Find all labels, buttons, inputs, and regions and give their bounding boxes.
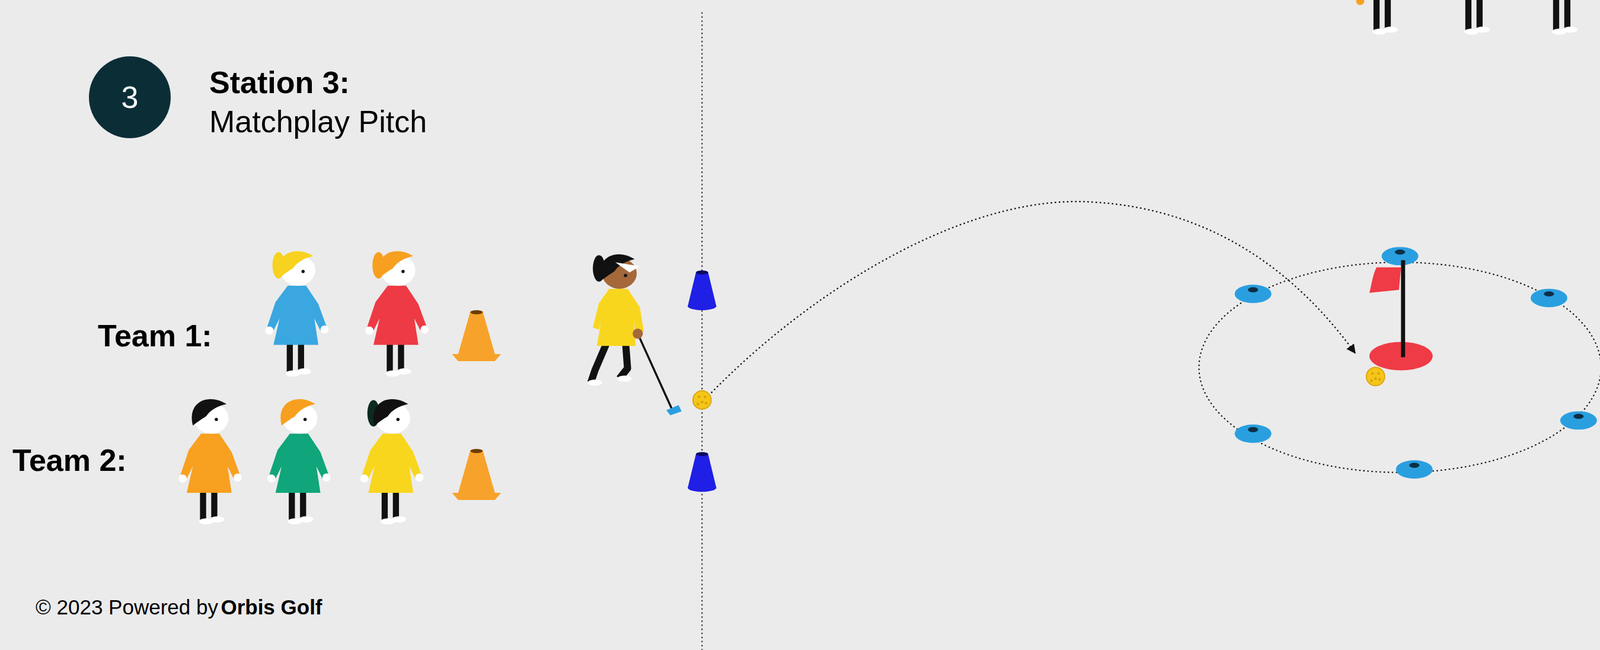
golf-ball [700,400,704,404]
disc-cone [1543,291,1554,297]
disc-cone [1247,426,1258,433]
golf-ball [1369,379,1373,382]
golf-ball [1371,371,1374,375]
golf-ball [692,390,712,410]
flag [1369,260,1433,371]
golfer [666,404,682,415]
partial-players [1563,26,1578,33]
copyright: © 2023 Powered by [35,596,219,618]
footer: © 2023 Powered byOrbis Golf [35,596,323,618]
node-text: 3 [121,81,139,113]
golf-ball [697,395,701,398]
golfer [587,379,602,386]
disc-cone [1573,413,1584,420]
golf-ball [696,402,699,405]
golfer [615,262,640,273]
golfer [637,333,673,411]
golf-ball [692,390,712,410]
golfer [592,288,644,346]
brand-name: Orbis Golf [220,596,322,618]
team-cone [458,449,495,493]
flag [1400,260,1405,357]
golf-ball [1374,377,1377,380]
ball-trajectory [711,201,1356,394]
disc-cone [1381,246,1419,265]
tee-cone [687,301,717,311]
disc-cone [1234,246,1598,479]
tee-line [701,12,703,650]
team-cone [452,448,502,500]
disc-cone [1247,286,1258,293]
golf-ball [704,401,708,404]
golf-ball [703,395,707,398]
golfer [632,328,643,339]
target-circle [1199,262,1600,472]
disc-cone [1234,424,1272,443]
station-title: Station 3: [209,66,350,98]
partial-players [1373,0,1380,31]
tee-cone [687,454,717,488]
step-number: 3 [88,56,171,139]
team-cone [470,310,484,315]
golf-ball [1366,366,1385,386]
team-label: Team 2: [12,444,127,476]
partial-players [1383,26,1398,33]
partial-players [1465,0,1472,31]
disc-cone [1394,249,1405,255]
tee-cone [695,270,709,275]
disc-cone [1560,410,1598,430]
partial-players [1564,0,1571,29]
disc-cone [1530,288,1568,308]
tee-cone [687,451,717,492]
partial-players [1384,0,1391,29]
golfer [587,254,682,416]
player [360,398,424,525]
team-cone [452,310,502,362]
team-cone [470,448,484,453]
tee-cone [687,483,717,493]
golf-ball [1378,378,1381,381]
golf-ball [1377,371,1380,375]
station-subtitle: Matchplay Pitch [209,106,427,137]
disc-cone [1409,462,1420,468]
partial-players [1356,0,1579,35]
tee-cone [687,272,717,306]
team-cone [452,492,502,500]
player [265,251,330,377]
golfer [617,375,632,382]
golf-ball [1366,366,1385,386]
player [178,398,242,525]
partial-players [1356,0,1365,6]
golfer [623,273,628,278]
player [365,251,429,377]
flag [1369,267,1401,293]
partial-players [1553,0,1560,31]
disc-cone [1234,284,1272,303]
team-cone [452,353,502,362]
flag [1369,341,1433,370]
partial-players [1475,26,1490,33]
disc-cone [1396,460,1433,479]
player [267,398,331,525]
tee-cone [687,270,717,311]
team-label: Team 1: [97,320,213,351]
tee-cone [695,451,709,456]
partial-players [1476,0,1483,29]
team-cone [458,311,495,354]
